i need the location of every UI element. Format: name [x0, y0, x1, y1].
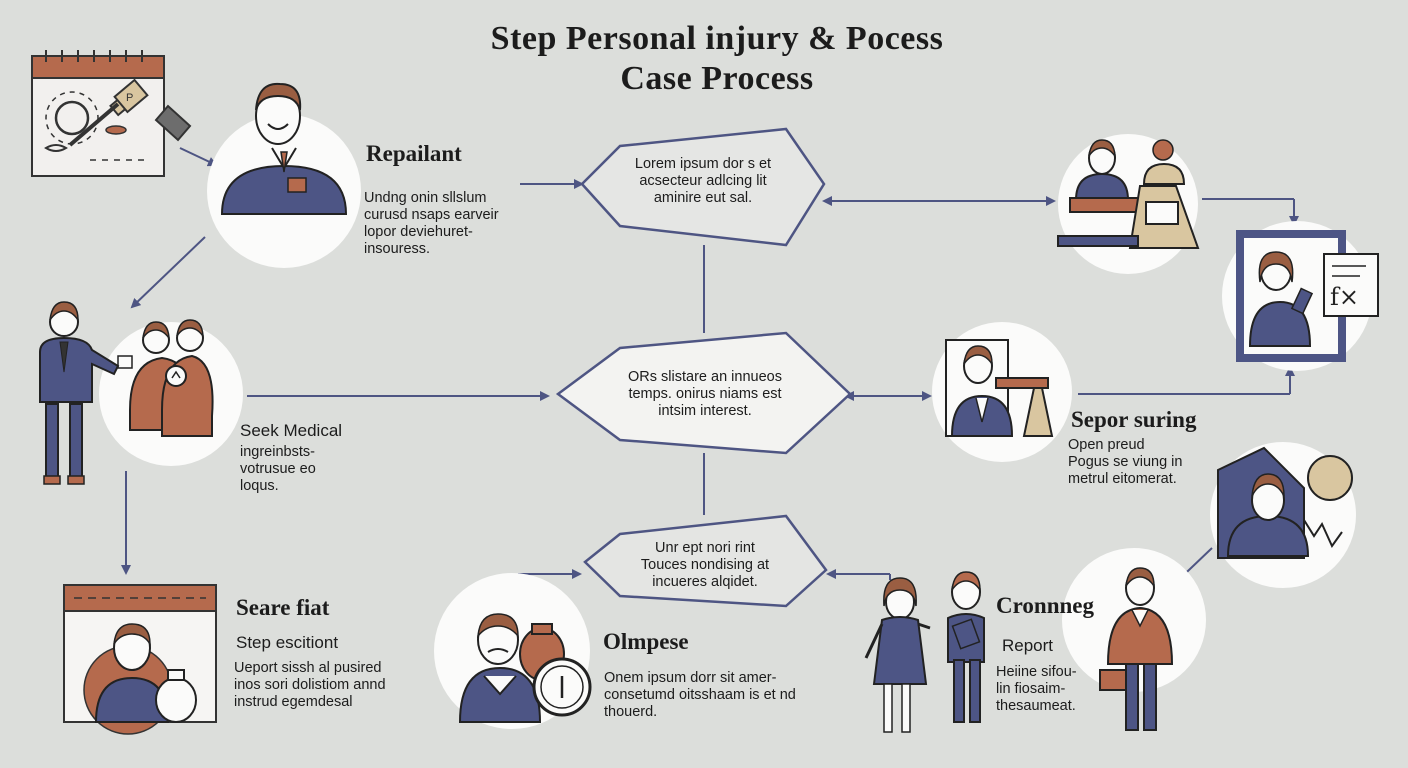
hexagon-3-line: Touces nondising at — [640, 557, 770, 573]
hexagon-step-2 — [555, 331, 852, 455]
hexagon-1-line: Lorem ipsum dor s et — [634, 156, 772, 172]
consultation-circle-icon — [99, 319, 243, 466]
page-subtitle: Case Process — [620, 60, 814, 97]
gavel-p-label: P — [126, 92, 133, 104]
hexagon-2-line: ORs slistare an innueos — [628, 369, 782, 385]
hexagon-2-line: intsim interest. — [658, 403, 752, 419]
businessman-briefcase-icon — [1062, 548, 1206, 731]
office-worker-icon — [932, 322, 1072, 462]
step-repairant-text: Undng onin sllslum curusd nsaps earveir … — [364, 190, 499, 257]
calendar-gavel-icon: P — [31, 50, 192, 177]
arrow-calendar-to-person — [179, 147, 218, 167]
hexagon-3-text: Unr ept nori rint Touces nondising at in… — [585, 540, 825, 591]
fx-document-icon: f× — [1222, 221, 1379, 371]
hexagon-2-text: ORs slistare an innueos temps. onirus ni… — [575, 369, 835, 420]
step-cronnneg-subheading: Report — [1002, 636, 1054, 655]
page-title: Step Personal injury & Pocess — [490, 20, 944, 57]
hexagon-step-1 — [580, 127, 826, 247]
standing-man-icon — [39, 301, 120, 485]
step-olmpese-heading: Olmpese — [603, 629, 689, 654]
arrow-to-seek — [130, 236, 206, 309]
step-olmpese-text: Onem ipsum dorr sit amer- consetumd oits… — [604, 670, 796, 720]
fx-label: f× — [1330, 283, 1359, 311]
hexagon-1-text: Lorem ipsum dor s et acsecteur adlcing l… — [583, 156, 823, 207]
step-cronnneg-text: Heiine sifou- lin fiosaim- thesaumeat. — [996, 664, 1077, 714]
desk-meeting-icon — [1057, 134, 1200, 274]
step-seare-heading: Seare fiat — [236, 595, 330, 620]
clock-person-icon — [434, 573, 592, 729]
family-figures-icon — [864, 571, 985, 733]
hexagon-2-line: temps. onirus niams est — [628, 386, 782, 402]
hexagon-3-line: Unr ept nori rint — [655, 540, 755, 556]
hexagon-1-line: aminire eut sal. — [653, 190, 753, 206]
step-sepor-heading: Sepor suring — [1071, 407, 1197, 432]
step-seek-heading: Seek Medical — [240, 421, 343, 440]
step-seare-subheading: Step escitiont — [236, 633, 339, 652]
seare-card-icon — [63, 584, 217, 735]
stressed-person-icon — [1210, 442, 1356, 588]
hexagon-3-line: incueres alqidet. — [652, 574, 758, 590]
step-repairant-heading: Repailant — [366, 141, 462, 166]
step-seare-text: Ueport sissh al pusired inos sori dolist… — [234, 660, 386, 710]
hexagon-step-3 — [583, 514, 828, 608]
step-sepor-text: Open preud Pogus se viung in metrul eito… — [1068, 437, 1183, 487]
lawyer-avatar-icon — [207, 82, 361, 268]
step-cronnneg-heading: Cronnneg — [996, 593, 1094, 618]
hexagon-1-line: acsecteur adlcing lit — [639, 173, 767, 189]
step-seek-text: ingreinbsts- votrusue eo loqus. — [240, 444, 316, 494]
